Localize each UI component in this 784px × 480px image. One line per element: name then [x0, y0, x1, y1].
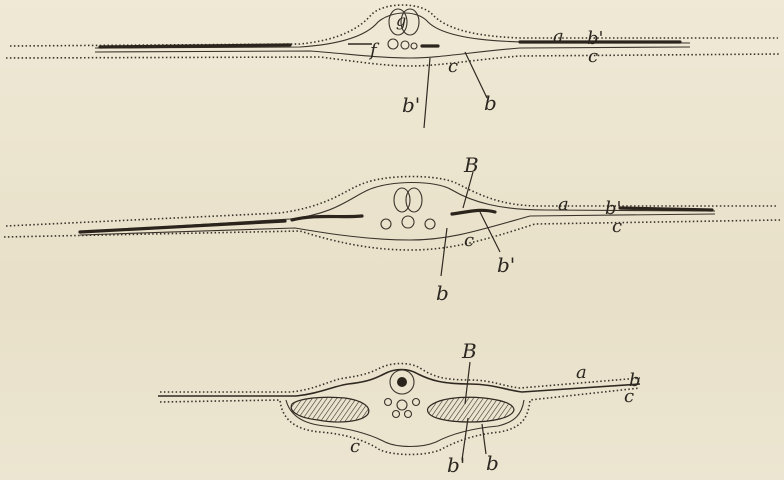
entoderm-outline-bottom	[6, 54, 780, 66]
label-c-bottom: c	[350, 436, 360, 457]
mesoderm-cell	[401, 41, 409, 49]
label-B: B	[461, 339, 477, 363]
label-b1-bottom: b'	[447, 453, 465, 477]
notochord-circle	[397, 400, 407, 410]
mesoderm-mass-right	[428, 397, 514, 422]
label-b1-bottom: b'	[402, 93, 420, 117]
somite-right	[425, 219, 435, 229]
mesoderm-plate-right	[620, 208, 712, 210]
cell-right	[405, 411, 412, 418]
label-b-bottom: b	[484, 91, 497, 115]
leader-b1	[480, 212, 500, 252]
label-b-bottom: b	[486, 451, 499, 475]
label-c-right: c	[612, 216, 622, 237]
aorta-left	[385, 399, 392, 406]
notochord-circle	[402, 216, 414, 228]
leader-b1	[424, 58, 430, 128]
somite-left	[381, 219, 391, 229]
label-f: f	[368, 40, 380, 61]
label-b1-bottom: b'	[497, 253, 515, 277]
neural-canal	[397, 377, 407, 387]
label-c-mid: c	[464, 230, 474, 251]
entoderm-outline-bottom	[160, 388, 640, 455]
section-panel-1: a b' c f g c b' b	[6, 5, 780, 128]
mesoderm-plate-left	[80, 221, 285, 232]
leader-b	[482, 424, 486, 454]
label-a: a	[553, 26, 564, 47]
mesoderm-plate	[100, 45, 290, 47]
section-panel-2: B a b' c c b b'	[4, 153, 780, 305]
leader-b	[441, 228, 447, 276]
label-c-right: c	[588, 46, 598, 67]
label-c-mid: c	[448, 56, 458, 77]
aorta-right	[413, 399, 420, 406]
section-panel-3: B a b c c b' b	[158, 339, 641, 477]
label-B: B	[463, 153, 479, 177]
label-c-right: c	[624, 386, 634, 407]
ectoderm-outline-top	[10, 5, 778, 46]
notochord-circle	[388, 39, 398, 49]
mesoderm-mass-left	[291, 397, 369, 422]
leader-B	[463, 172, 473, 208]
label-g: g	[396, 11, 406, 30]
neural-canal-left	[394, 188, 410, 212]
cell-left	[393, 411, 400, 418]
label-a: a	[558, 194, 569, 215]
label-a: a	[576, 362, 587, 383]
mesoderm-wing-right	[452, 210, 495, 214]
entoderm-outline-bottom	[4, 220, 780, 250]
neural-canal-right	[406, 188, 422, 212]
mesoderm-wing-left	[292, 216, 362, 220]
mesoderm-cell-small	[411, 43, 417, 49]
label-b-bottom: b	[436, 281, 449, 305]
